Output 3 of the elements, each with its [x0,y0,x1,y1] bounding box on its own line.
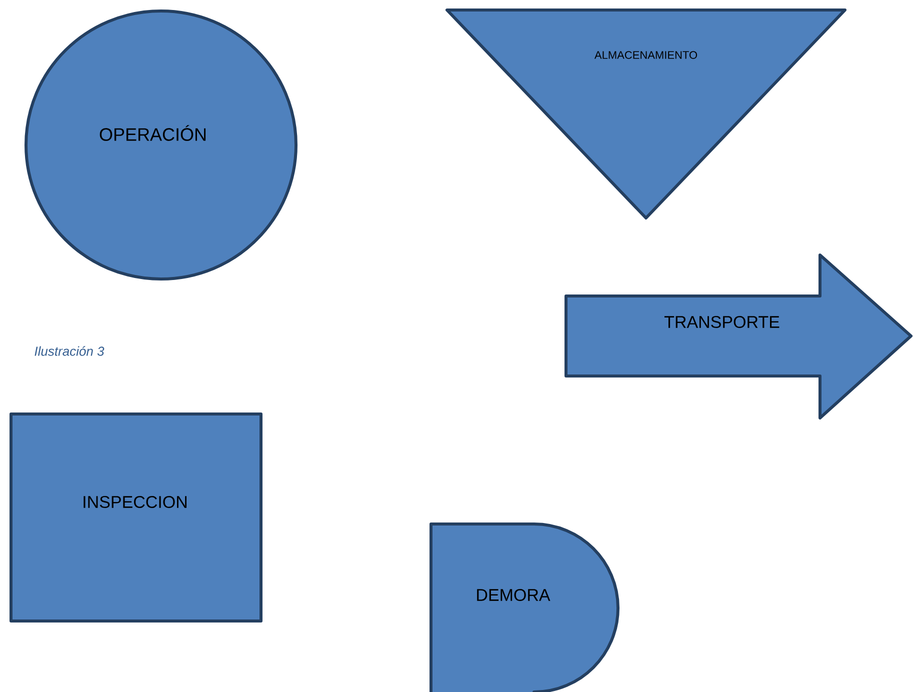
storage-triangle: ALMACENAMIENTO [446,8,846,220]
caption: Ilustración 3 [34,346,104,356]
inspection-square: INSPECCION [10,412,262,622]
